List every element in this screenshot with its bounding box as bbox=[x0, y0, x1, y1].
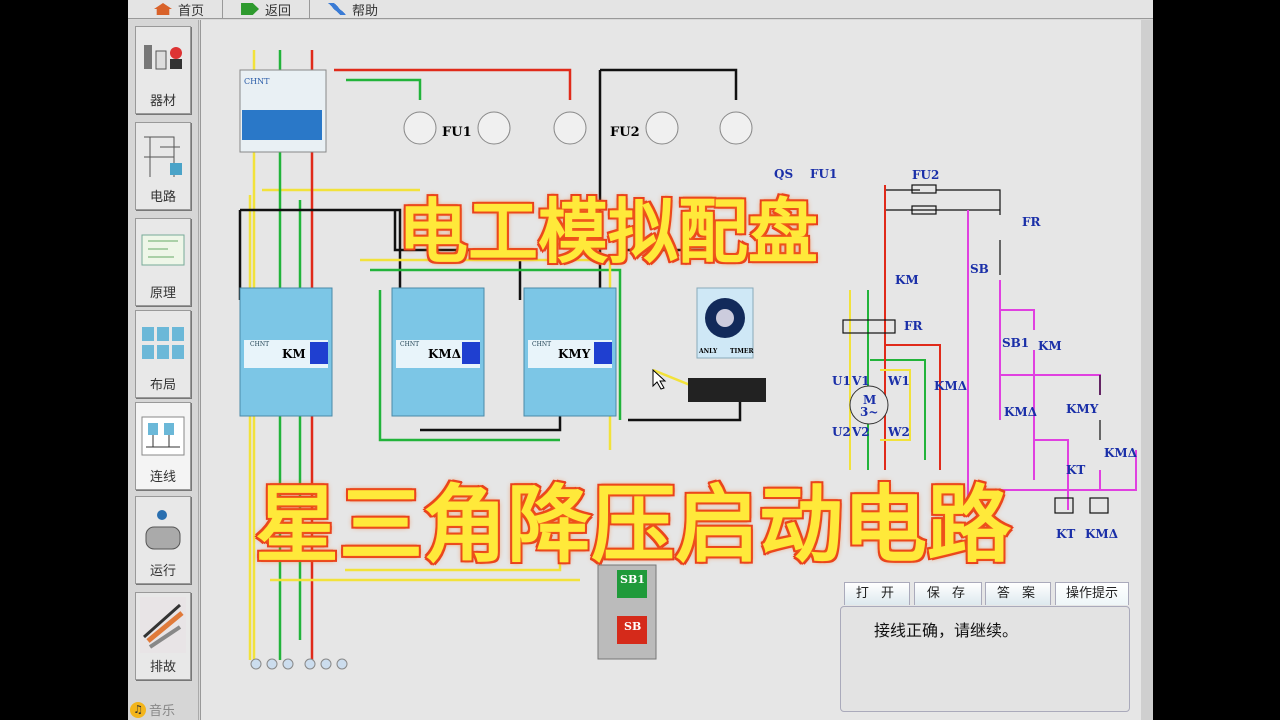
help-button[interactable]: 帮助 bbox=[310, 0, 396, 19]
back-label: 返回 bbox=[265, 3, 292, 19]
contactor-label: KMY bbox=[558, 347, 591, 361]
tab-save[interactable]: 保 存 bbox=[914, 582, 982, 605]
wiring-icon bbox=[141, 416, 185, 456]
hint-message: 接线正确，请继续。 bbox=[874, 621, 1019, 640]
breaker-brand: CHNT bbox=[244, 77, 270, 86]
contactor-brand: CHNT bbox=[400, 341, 419, 348]
sb1-button-label: SB1 bbox=[620, 573, 645, 586]
schematic-label: KMΔ bbox=[1004, 405, 1037, 419]
contactor-km[interactable] bbox=[239, 287, 333, 417]
tools-icon bbox=[140, 597, 186, 653]
schematic-label: W1 bbox=[887, 374, 910, 388]
hint-body: 接线正确，请继续。 bbox=[840, 606, 1130, 712]
circuit-breaker[interactable]: CHNT bbox=[239, 69, 327, 153]
sidebar-item-schematic[interactable]: 原理 bbox=[135, 218, 191, 306]
schematic-label: SB1 bbox=[1002, 336, 1029, 350]
contactor-brand: CHNT bbox=[532, 341, 551, 348]
overlay-title-2: 星三角降压启动电路 bbox=[253, 475, 1012, 576]
schematic-label: V1 bbox=[851, 374, 870, 388]
fu1-board-label: FU1 bbox=[442, 125, 472, 140]
schematic-label: FU2 bbox=[912, 168, 939, 182]
schematic-label: 3~ bbox=[860, 405, 878, 419]
schematic-label: KMY bbox=[1066, 402, 1099, 416]
sidebar-item-components[interactable]: 器材 bbox=[135, 26, 191, 114]
sidebar-label: 电路 bbox=[149, 190, 176, 205]
tab-operation-tips[interactable]: 操作提示 bbox=[1055, 582, 1129, 605]
motor-symbol bbox=[849, 385, 889, 425]
sb-button-label: SB bbox=[624, 620, 641, 633]
schematic-label: KM bbox=[895, 273, 919, 287]
fuse[interactable] bbox=[719, 111, 753, 145]
schematic-label: U1 bbox=[832, 374, 851, 388]
sidebar-item-troubleshoot[interactable]: 排故 bbox=[135, 592, 191, 680]
music-label: 音乐 bbox=[149, 704, 176, 719]
back-button[interactable]: 返回 bbox=[223, 0, 311, 19]
contactor-label: KM bbox=[282, 347, 306, 361]
arrow-icon bbox=[241, 3, 260, 15]
timer-model: TIMER bbox=[730, 348, 754, 355]
toolbar: 首页 返回 帮助 bbox=[128, 0, 1153, 19]
sidebar-label: 连线 bbox=[149, 470, 176, 485]
schematic-label: KMΔ bbox=[934, 379, 967, 393]
overlay-title-1: 电工模拟配盘 bbox=[397, 190, 820, 275]
contactor-brand: CHNT bbox=[250, 341, 269, 348]
schematic-label: M bbox=[863, 393, 876, 407]
sidebar-label: 原理 bbox=[149, 286, 176, 301]
schematic-label: KT bbox=[1056, 527, 1075, 541]
hint-panel: 打 开 保 存 答 案 操作提示 接线正确，请继续。 bbox=[840, 582, 1130, 712]
schematic-label: KMΔ bbox=[1085, 527, 1118, 541]
schematic-label: QS bbox=[774, 167, 793, 181]
sidebar-label: 布局 bbox=[149, 378, 176, 393]
sidebar-item-wiring[interactable]: 连线 bbox=[135, 402, 191, 490]
schematic-label: KMΔ bbox=[1104, 446, 1137, 460]
sidebar-label: 排故 bbox=[149, 660, 176, 675]
sidebar-label: 运行 bbox=[149, 564, 176, 579]
fuse[interactable] bbox=[477, 111, 511, 145]
schematic-label: KT bbox=[1066, 463, 1085, 477]
help-label: 帮助 bbox=[352, 3, 379, 19]
contactor-km-delta[interactable] bbox=[391, 287, 485, 417]
timer-brand: ANLY bbox=[698, 348, 718, 355]
schematic-label: FR bbox=[904, 319, 924, 333]
motor-icon bbox=[145, 510, 181, 550]
components-icon bbox=[144, 45, 182, 70]
mouse-cursor-icon bbox=[652, 368, 667, 390]
time-relay[interactable] bbox=[688, 287, 766, 402]
fuse[interactable] bbox=[553, 111, 587, 145]
schematic-label: FU1 bbox=[810, 167, 837, 181]
sidebar-item-layout[interactable]: 布局 bbox=[135, 310, 191, 398]
contactor-label: KMΔ bbox=[428, 347, 461, 361]
tab-answer[interactable]: 答 案 bbox=[985, 582, 1051, 605]
schematic-icon bbox=[141, 234, 185, 266]
home-button[interactable]: 首页 bbox=[136, 0, 224, 19]
contactor-kmy[interactable] bbox=[523, 287, 617, 417]
schematic-label: FR bbox=[1022, 215, 1042, 229]
home-label: 首页 bbox=[178, 3, 205, 19]
fuse[interactable] bbox=[403, 111, 437, 145]
house-icon bbox=[154, 3, 172, 15]
schematic-label: SB bbox=[970, 262, 989, 276]
layout-icon bbox=[142, 327, 184, 359]
sidebar-item-circuit[interactable]: 电路 bbox=[135, 122, 191, 210]
tools-help-icon bbox=[328, 3, 347, 15]
schematic-label: W2 bbox=[887, 425, 910, 439]
sidebar-item-run[interactable]: 运行 bbox=[135, 496, 191, 584]
music-toggle[interactable]: ♫音乐 bbox=[130, 700, 175, 719]
fuse[interactable] bbox=[645, 111, 679, 145]
sidebar: 器材 电路 原理 布局 连线 运行 排故 ♫音乐 bbox=[128, 20, 199, 720]
schematic-label: V2 bbox=[851, 425, 870, 439]
fu2-board-label: FU2 bbox=[610, 125, 640, 140]
sb-button[interactable] bbox=[617, 616, 647, 644]
sidebar-label: 器材 bbox=[149, 94, 176, 109]
sb1-button[interactable] bbox=[617, 570, 647, 598]
schematic-label: KM bbox=[1038, 339, 1062, 353]
tab-open[interactable]: 打 开 bbox=[844, 582, 910, 605]
music-note-icon: ♫ bbox=[130, 701, 146, 718]
schematic-label: U2 bbox=[832, 425, 851, 439]
circuit-icon bbox=[144, 136, 182, 177]
scrollbar[interactable] bbox=[1141, 20, 1153, 720]
